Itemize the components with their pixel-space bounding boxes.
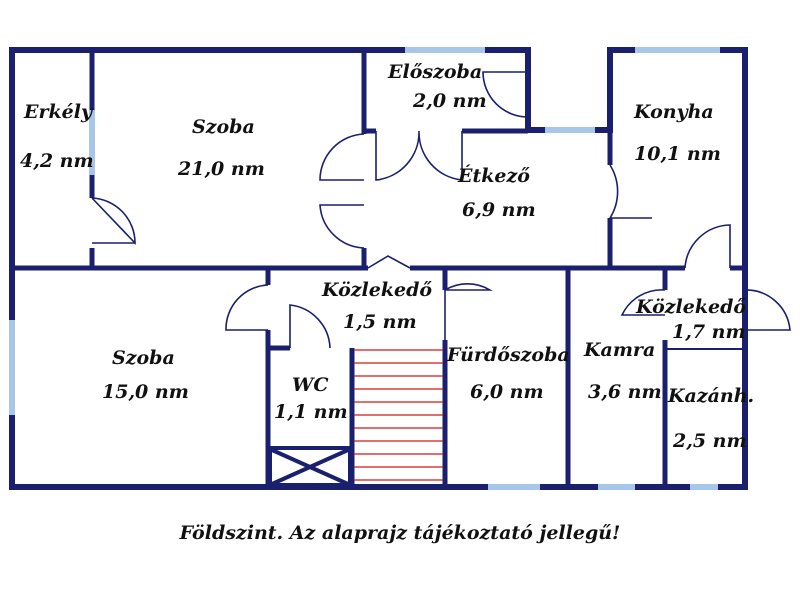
door-szoba-etkezo (319, 133, 365, 249)
area-etkezo: 6,9 nm (462, 199, 536, 221)
door-kazan (620, 289, 791, 331)
label-furdo: Fürdőszoba (446, 344, 570, 366)
area-kamra: 3,6 nm (588, 381, 662, 403)
area-furdo: 6,0 nm (470, 381, 544, 403)
room-labels: Erkély 4,2 nm Szoba 21,0 nm Előszoba 2,0… (20, 61, 754, 452)
area-eloszoba: 2,0 nm (412, 90, 487, 112)
door-eloszoba (482, 71, 529, 118)
area-kazan: 2,5 nm (672, 430, 747, 452)
door-szoba2 (225, 284, 269, 331)
door-erkely (91, 197, 136, 245)
label-kazan: Kazánh. (667, 385, 754, 407)
plan-caption: Földszint. Az alaprajz tájékoztató jelle… (179, 522, 621, 544)
staircase (354, 349, 443, 481)
area-konyha: 10,1 nm (634, 143, 721, 165)
interior-walls (12, 50, 745, 487)
label-kamra: Kamra (583, 339, 655, 361)
windows (9, 47, 720, 490)
area-szoba1: 21,0 nm (177, 158, 265, 180)
door-double (375, 130, 463, 181)
door-furdo (444, 283, 493, 340)
label-konyha: Konyha (633, 101, 714, 123)
area-erkely: 4,2 nm (20, 150, 94, 172)
label-eloszoba: Előszoba (387, 61, 482, 83)
label-erkely: Erkély (23, 101, 94, 123)
label-szoba1: Szoba (192, 116, 255, 138)
doors (91, 71, 791, 349)
door-wc (289, 304, 331, 349)
wc-shaft (268, 446, 352, 487)
door-kozl2 (684, 224, 731, 269)
door-kozl-top (367, 255, 411, 269)
label-etkezo: Étkező (457, 164, 530, 187)
area-szoba2: 15,0 nm (102, 381, 189, 403)
area-kozl1: 1,5 nm (343, 311, 417, 333)
label-wc: WC (292, 374, 328, 396)
area-kozl2: 1,7 nm (672, 321, 746, 343)
label-kozl2: Közlekedő (635, 296, 746, 318)
label-kozl1: Közlekedő (321, 279, 432, 301)
label-szoba2: Szoba (112, 347, 175, 369)
door-konyha (609, 164, 652, 219)
area-wc: 1,1 nm (274, 401, 348, 423)
